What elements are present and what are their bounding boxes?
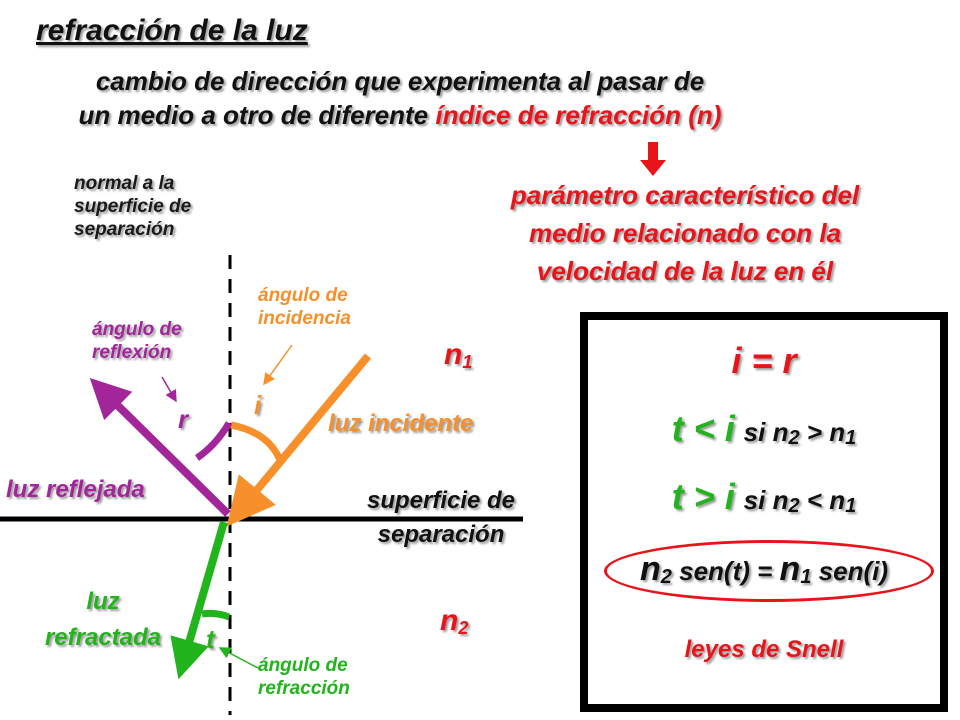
surface-label: superficie de separación — [334, 484, 548, 552]
incidence-label-line-1: ángulo de — [258, 285, 348, 306]
parameter-description: parámetro característico del medio relac… — [440, 176, 930, 290]
law3-op: < n — [799, 485, 846, 515]
law3-main-text: t > i — [671, 476, 735, 517]
law2-condition: si n2 > n1 — [743, 417, 857, 449]
snell-law: n2 sen(t) = n1 sen(i) — [588, 550, 940, 589]
refraction-label-line-1: ángulo de — [258, 655, 348, 676]
surface-label-line-2: separación — [377, 521, 505, 548]
normal-label: normal a la superficie de separación — [74, 172, 191, 241]
definition-text: cambio de dirección que experimenta al p… — [0, 64, 800, 132]
reflection-label-line-1: ángulo de — [92, 319, 182, 340]
page-title: refracción de la luz — [36, 14, 308, 47]
laws-box: i = r t < i si n2 > n1 t > i si n2 < n1 … — [580, 312, 948, 712]
refracted-ray — [170, 520, 228, 680]
law-t-greater-i: t > i si n2 < n1 — [588, 476, 940, 518]
parameter-line-2: medio relacionado con la — [528, 218, 842, 248]
down-arrow-head — [640, 160, 666, 176]
snell-n2-letter: n — [639, 550, 661, 588]
refractive-index-term: índice de refracción (n) — [435, 100, 722, 130]
refraction-angle-label: ángulo de refracción — [258, 654, 350, 700]
law3-condition: si n2 < n1 — [743, 485, 857, 517]
n1-letter: n — [444, 338, 463, 371]
snell-n1-letter: n — [779, 550, 801, 588]
down-arrow-shaft — [648, 142, 658, 160]
n1-label: n1 — [444, 338, 472, 373]
law3-sub1: 2 — [788, 495, 800, 517]
incidence-arc — [230, 421, 284, 462]
law3-cond-text: si n — [743, 485, 789, 515]
refracted-light-label: luz refractada — [0, 584, 206, 656]
surface-label-line-1: superficie de — [366, 487, 516, 514]
incidence-label-line-2: incidencia — [258, 308, 351, 329]
snell-end: sen(i) — [811, 556, 889, 586]
law2-op: > n — [799, 417, 846, 447]
reflection-pointer — [161, 376, 177, 403]
reflection-label-line-2: reflexión — [92, 342, 172, 363]
snell-ellipse — [604, 540, 934, 602]
law2-sub1: 2 — [788, 427, 800, 449]
law-reflection: i = r — [731, 340, 797, 381]
snell-sub1: 2 — [660, 566, 672, 588]
refraction-pointer — [218, 647, 259, 669]
definition-plain: un medio a otro de diferente — [78, 100, 436, 130]
snell-sub2: 1 — [800, 566, 812, 588]
angle-t-symbol: t — [206, 624, 215, 654]
snell-laws-label: leyes de Snell — [684, 636, 844, 663]
normal-label-line-3: separación — [74, 219, 175, 240]
refraction-label-line-2: refracción — [258, 678, 350, 699]
normal-label-line-1: normal a la — [74, 173, 175, 194]
incidence-pointer — [263, 344, 293, 386]
refraction-arc — [201, 609, 231, 621]
reflection-angle-label: ángulo de reflexión — [92, 318, 182, 364]
parameter-line-3: velocidad de la luz en él — [536, 256, 834, 286]
refracted-label-line-2: refractada — [44, 624, 162, 651]
incident-ray — [226, 353, 372, 527]
reflected-light-label: luz reflejada — [6, 476, 145, 503]
law-t-less-i: t < i si n2 > n1 — [588, 408, 940, 450]
n2-label: n2 — [440, 604, 468, 639]
angle-i-symbol: i — [254, 390, 262, 420]
law2-sub2: 1 — [845, 427, 857, 449]
refracted-label-line-1: luz — [86, 588, 120, 615]
incident-light-label: luz incidente — [328, 410, 474, 437]
law2-main-text: t < i — [671, 408, 735, 449]
reflection-arc — [194, 421, 233, 461]
incidence-angle-label: ángulo de incidencia — [258, 284, 351, 330]
n2-letter: n — [440, 604, 459, 637]
parameter-line-1: parámetro característico del — [510, 180, 860, 210]
snell-middle: sen(t) = — [671, 556, 780, 586]
law3-sub2: 1 — [845, 495, 857, 517]
n1-subscript: 1 — [462, 352, 473, 372]
definition-line-1: cambio de dirección que experimenta al p… — [95, 66, 705, 96]
reflected-ray — [89, 377, 231, 517]
definition-line-2: un medio a otro de diferente índice de r… — [0, 98, 800, 132]
law2-cond-text: si n — [743, 417, 789, 447]
angle-r-symbol: r — [178, 404, 189, 434]
n2-subscript: 2 — [458, 618, 469, 638]
law2-main: t < i — [672, 408, 735, 449]
law3-main: t > i — [672, 476, 735, 517]
normal-label-line-2: superficie de — [74, 196, 192, 217]
